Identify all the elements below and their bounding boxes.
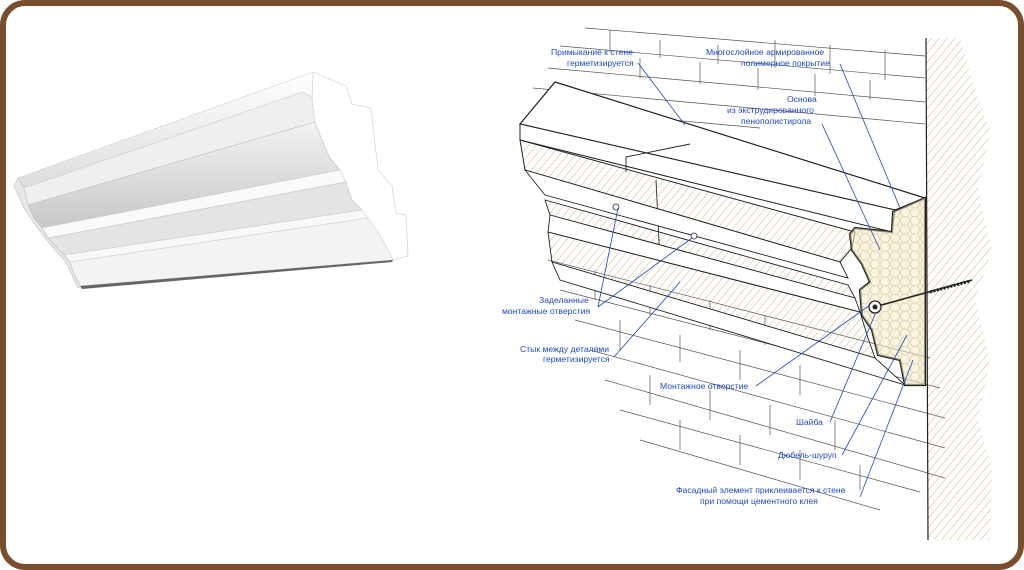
label-joint-top-1: Примыкание к стене [551,47,633,57]
label-coating-2: полимерное покрытие [741,58,830,68]
label-washer: Шайба [796,417,823,427]
cornice-render [13,71,409,289]
label-base-2: из экструдированного [727,105,814,115]
label-seam-1: Стык между деталями [520,344,609,354]
label-glue-1: Фасадный элемент приклеивается к стене [676,485,846,495]
leader-lines [597,62,914,498]
label-coating-1: Многослойное армированное [706,47,824,57]
label-base-3: пенополистирола [741,116,811,126]
label-dowel: Дюбель-шуруп [778,450,837,460]
label-joint-top-2: герметизируется [567,58,634,68]
cornice-element [518,81,927,386]
wall-section [926,38,992,540]
label-holes-2: монтажные отверстия [502,306,590,316]
label-base-1: Основа [787,94,817,104]
dowel-screw [868,279,973,314]
label-holes-1: Заделанные [539,295,589,305]
label-glue-2: при помощи цементного клея [700,496,818,506]
label-seam-2: герметизируется [543,354,610,364]
label-mount-hole: Монтажное отверстие [660,381,748,391]
technical-drawing: Примыкание к стене герметизируется Много… [498,22,998,542]
